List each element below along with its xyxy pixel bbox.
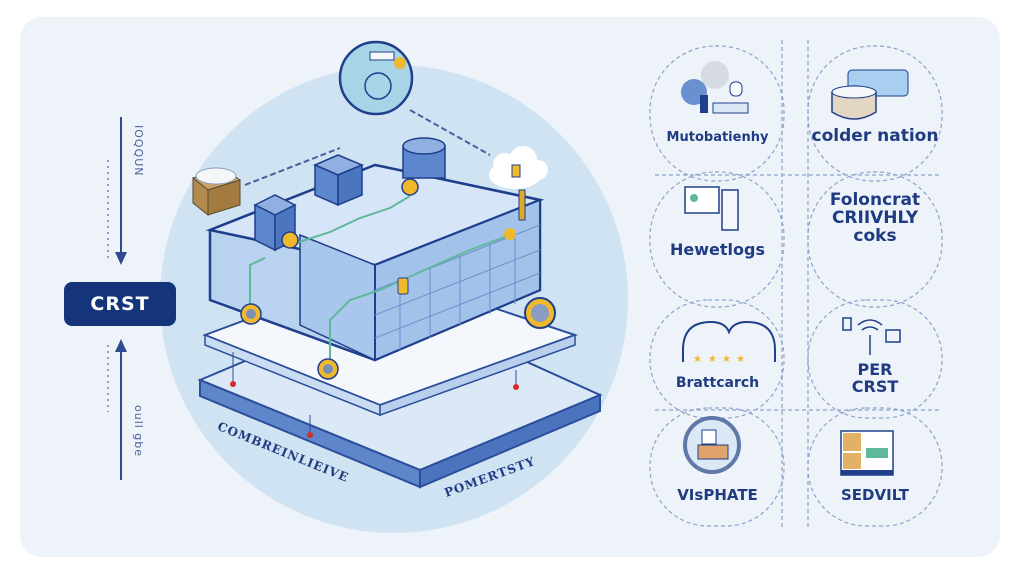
vertical-label-top: IOQQUN: [132, 125, 145, 177]
svg-text:★: ★: [693, 354, 702, 365]
server-building: [205, 137, 545, 368]
base-platform: [197, 268, 603, 489]
grid-item-label[interactable]: Mutobatienhy: [666, 130, 769, 145]
grid-item-label[interactable]: colder nation: [811, 126, 939, 146]
down-arrow-icon: [115, 117, 127, 265]
battery-icon: [397, 277, 409, 295]
workstation-icon: [681, 61, 749, 114]
grid-item-label[interactable]: Hewetlogs: [670, 240, 765, 259]
server-cube: [253, 194, 297, 252]
grid-outlines: [649, 40, 943, 530]
storage-drum-icon: [831, 69, 909, 120]
grid-item-label[interactable]: Foloncrat CRIIVHLY coks: [829, 190, 921, 246]
coin-icon: [240, 303, 262, 325]
grid-item-label[interactable]: PER CRST: [851, 360, 899, 396]
coin-icon: [317, 358, 339, 380]
monitor-icon: [684, 186, 739, 231]
wireless-network-icon: [842, 317, 901, 355]
svg-text:★: ★: [722, 354, 731, 365]
circular-machine-icon: [683, 416, 741, 474]
crst-badge[interactable]: CRST: [64, 282, 176, 326]
svg-text:★: ★: [736, 354, 745, 365]
grid-item-label[interactable]: VIsPHATE: [677, 486, 758, 504]
cloud-icon: [489, 146, 548, 221]
coin-icon: [281, 231, 299, 249]
rating-arch-icon: ★ ★ ★ ★: [682, 320, 776, 365]
server-cube: [313, 154, 364, 207]
up-arrow-icon: [115, 339, 127, 480]
svg-text:★: ★: [708, 354, 717, 365]
magnifier-circle-icon: [338, 40, 414, 116]
coin-icon: [401, 178, 419, 196]
server-cylinder: [402, 137, 446, 179]
coin-icon: [504, 228, 516, 240]
coin-icon: [524, 297, 556, 329]
vertical-label-bottom: oull gbe: [132, 405, 145, 458]
basket-icon: [191, 167, 242, 217]
dashboard-panel-icon: [840, 430, 894, 476]
grid-item-label[interactable]: SEDVILT: [841, 486, 909, 504]
grid-item-label[interactable]: Brattcarch: [675, 375, 760, 391]
